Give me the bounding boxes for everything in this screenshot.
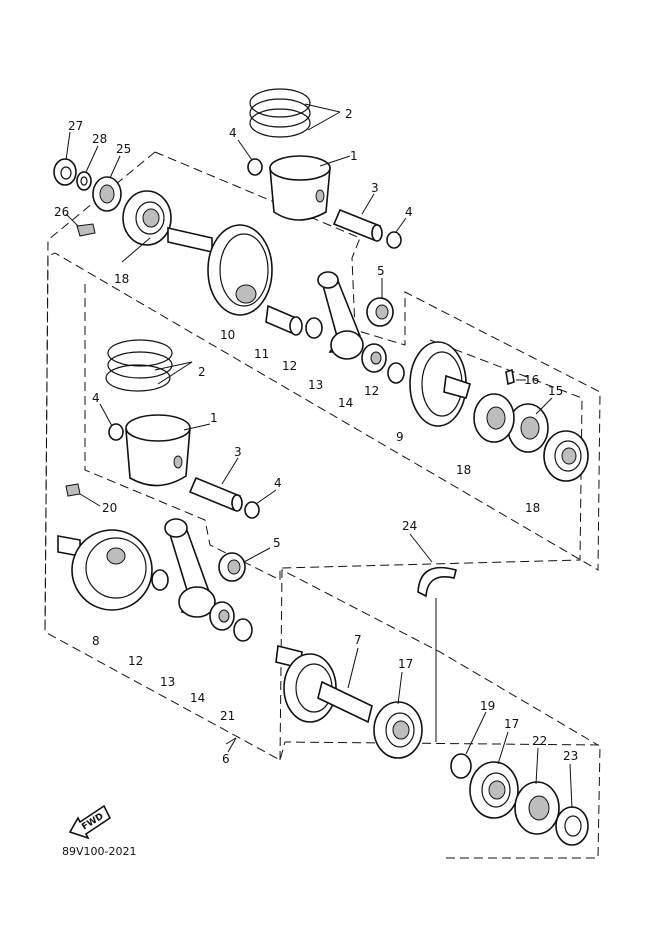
inner-crank-group-outline xyxy=(84,284,583,581)
callout-18-upper: 18 xyxy=(114,272,129,286)
lockwasher-28 xyxy=(76,171,92,191)
callout-3-lower: 3 xyxy=(234,445,242,459)
callout-21: 21 xyxy=(220,709,235,723)
crank-half-7 xyxy=(275,645,373,724)
callout-4-upper-b: 4 xyxy=(405,205,413,219)
callout-23: 23 xyxy=(563,749,578,763)
center-bearing-15 xyxy=(507,403,549,453)
piston-pin-3-lower xyxy=(188,476,243,512)
callout-8: 8 xyxy=(92,634,100,648)
bearing-18-upper-left xyxy=(122,190,172,246)
washer-12-upper-a xyxy=(305,317,323,339)
lower-crank-group-outline xyxy=(44,151,156,633)
callout-12-upper-a: 12 xyxy=(282,359,297,373)
washer-19 xyxy=(450,753,472,779)
callout-2-upper: 2 xyxy=(345,107,353,121)
callout-4-lower-b: 4 xyxy=(274,476,282,490)
callout-28: 28 xyxy=(92,132,107,146)
piston-rings-2-lower xyxy=(105,339,173,392)
circlip-4-upper-a xyxy=(247,158,263,176)
callout-5-lower: 5 xyxy=(273,536,281,550)
leader-lines xyxy=(65,103,573,809)
callout-6: 6 xyxy=(222,752,230,766)
dowel-pin-16 xyxy=(505,368,515,386)
bearing-18-center xyxy=(473,393,515,443)
primary-gear-25 xyxy=(92,176,122,212)
callout-27: 27 xyxy=(68,119,83,133)
piston-1-lower xyxy=(125,414,191,487)
callout-20: 20 xyxy=(102,501,117,515)
upper-parts xyxy=(53,88,589,482)
connecting-rod-13-upper xyxy=(317,271,364,360)
callout-4-upper-a: 4 xyxy=(229,126,237,140)
callout-15: 15 xyxy=(548,384,563,398)
callout-5-upper: 5 xyxy=(377,264,385,278)
washer-12-upper-b xyxy=(387,362,405,384)
callout-1-upper: 1 xyxy=(350,149,358,163)
callout-3-upper: 3 xyxy=(371,181,379,195)
woodruff-key-20 xyxy=(65,483,81,497)
callout-7: 7 xyxy=(354,633,362,647)
lower-parts xyxy=(57,339,589,846)
callout-17-left: 17 xyxy=(398,657,413,671)
piston-rings-2-upper xyxy=(249,88,311,138)
washer-21 xyxy=(233,618,253,642)
callout-13-lower: 13 xyxy=(160,675,175,689)
crank-half-9 xyxy=(409,341,471,427)
nut-27 xyxy=(53,158,77,186)
circlip-4-upper-b xyxy=(386,231,402,249)
piston-1-upper xyxy=(269,155,331,221)
callout-26: 26 xyxy=(54,205,69,219)
washer-12-lower xyxy=(151,569,169,591)
callout-13-upper: 13 xyxy=(308,378,323,392)
callout-12-lower: 12 xyxy=(128,654,143,668)
callout-11: 11 xyxy=(254,347,269,361)
catalog-code: 89V100-2021 xyxy=(62,845,136,858)
seal-ring-24 xyxy=(417,566,457,598)
callout-17-right: 17 xyxy=(504,717,519,731)
assembly-outlines xyxy=(44,151,601,859)
callout-14-upper: 14 xyxy=(338,396,353,410)
needle-bearing-5-lower xyxy=(218,552,246,582)
gear-23 xyxy=(555,806,589,846)
bearing-17-lower-right xyxy=(469,761,519,819)
oil-seal-22 xyxy=(514,781,560,835)
callout-9: 9 xyxy=(396,430,404,444)
callout-22: 22 xyxy=(532,734,547,748)
circlip-4-lower-a xyxy=(108,423,124,441)
needle-bearing-5-upper xyxy=(366,297,394,327)
callout-24: 24 xyxy=(402,519,417,533)
bearing-18-right xyxy=(543,430,589,482)
callout-1-lower: 1 xyxy=(210,411,218,425)
callout-12-upper-b: 12 xyxy=(364,384,379,398)
crank-half-8 xyxy=(57,529,153,611)
callout-25: 25 xyxy=(116,142,131,156)
connecting-rod-13-lower xyxy=(164,518,216,618)
callout-19: 19 xyxy=(480,699,495,713)
callout-16: 16 xyxy=(524,373,539,387)
callout-14-lower: 14 xyxy=(190,691,205,705)
piston-pin-3-upper xyxy=(332,208,383,242)
fwd-arrow: FWD xyxy=(68,804,112,840)
crank-pin-11 xyxy=(265,304,303,336)
big-end-bearing-14-lower xyxy=(209,601,235,631)
callout-2-lower: 2 xyxy=(198,365,206,379)
crank-half-10 xyxy=(167,224,273,316)
woodruff-key-26 xyxy=(76,223,96,237)
circlip-4-lower-b xyxy=(244,501,260,519)
big-end-bearing-14-upper xyxy=(361,343,387,373)
callout-10: 10 xyxy=(220,328,235,342)
bearing-17-lower-left xyxy=(373,701,423,759)
callout-18-right: 18 xyxy=(525,501,540,515)
callout-labels: 27 28 25 26 18 2 4 1 3 4 5 10 11 12 13 1… xyxy=(54,107,578,766)
callout-18-center: 18 xyxy=(456,463,471,477)
upper-crank-group-outline xyxy=(44,151,601,859)
callout-4-lower-a: 4 xyxy=(92,391,100,405)
